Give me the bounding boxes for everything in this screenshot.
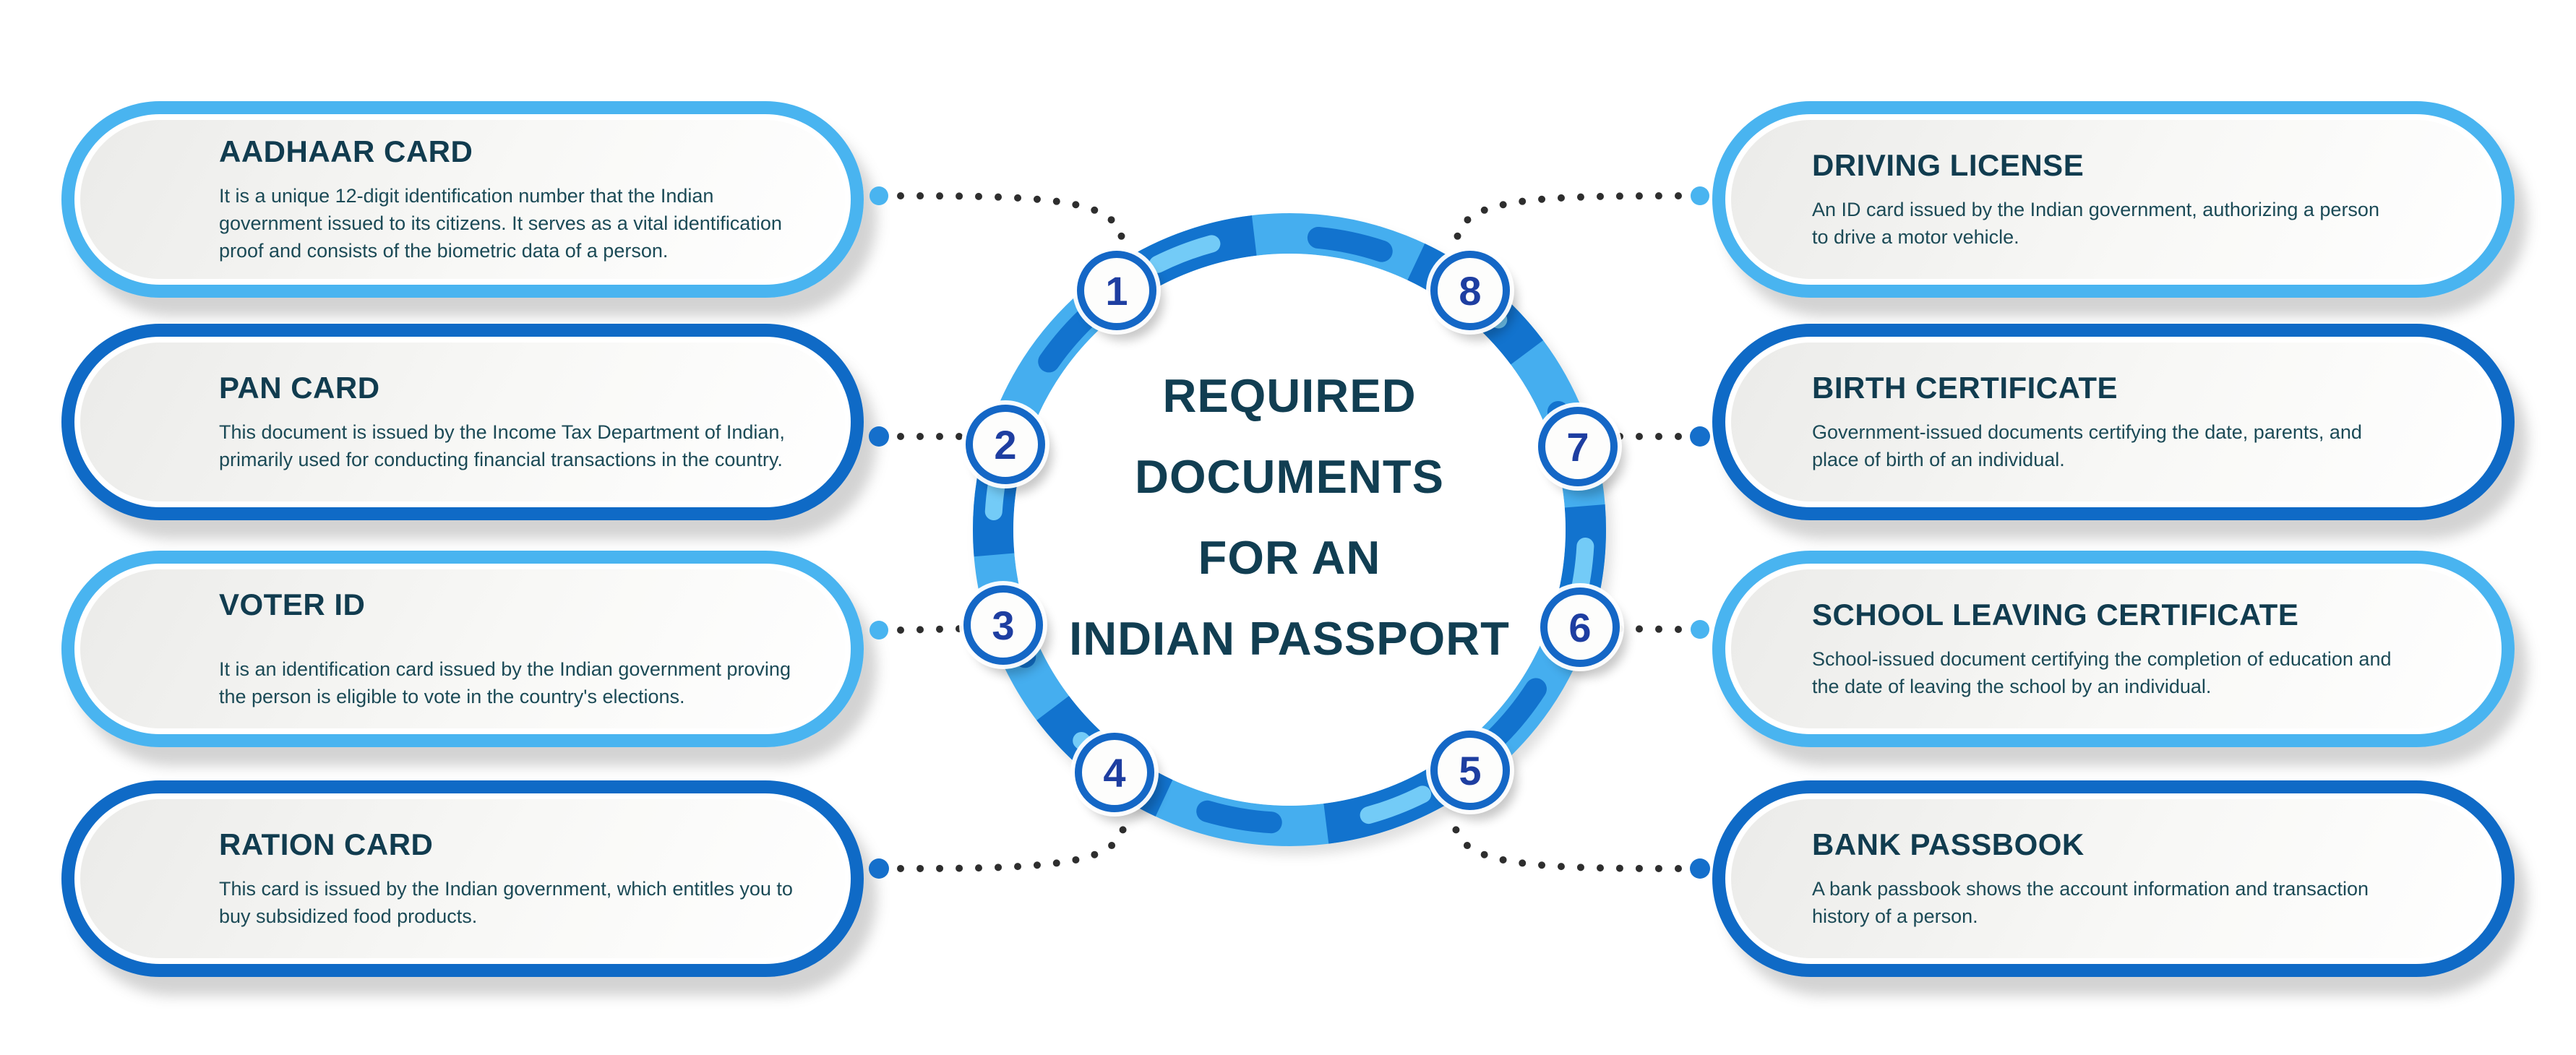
card-title: SCHOOL LEAVING CERTIFICATE	[1812, 598, 2299, 632]
connector-driving-license	[1453, 192, 1682, 249]
ring	[973, 213, 1606, 846]
step-badge-4: 4	[1075, 733, 1154, 812]
step-number: 3	[992, 602, 1015, 648]
card-birth-certificate: BIRTH CERTIFICATE Government-issued docu…	[1712, 324, 2515, 520]
anchor-dot-aadhaar	[870, 186, 888, 205]
step-number: 4	[1103, 749, 1126, 796]
center-title-line: INDIAN PASSPORT	[1069, 612, 1510, 665]
card-title: PAN CARD	[219, 371, 380, 405]
card-title: BANK PASSBOOK	[1812, 827, 2085, 861]
card-pan-card: PAN CARD This document is issued by the …	[61, 324, 864, 520]
center-title: REQUIRED DOCUMENTS FOR AN INDIAN PASSPOR…	[928, 356, 1651, 679]
card-description: Government-issued documents certifying t…	[1812, 421, 2362, 470]
step-number: 5	[1459, 747, 1482, 793]
anchor-dot-driving-license	[1691, 186, 1709, 205]
anchor-dot-bank-passbook	[1690, 858, 1710, 879]
center-title-line: REQUIRED	[1162, 369, 1417, 422]
card-description: An ID card issued by the Indian governme…	[1812, 199, 2379, 248]
anchor-dot-school-leaving	[1691, 620, 1709, 639]
card-title: AADHAAR CARD	[219, 134, 473, 168]
connector-dotted-lines	[897, 192, 1682, 872]
connector-aadhaar	[897, 192, 1126, 249]
step-badge-6: 6	[1540, 587, 1620, 667]
card-ration-card: RATION CARD This card is issued by the I…	[61, 780, 864, 977]
card-title: VOTER ID	[219, 587, 366, 621]
card-description: It is a unique 12-digit identification n…	[219, 185, 782, 262]
connector-ration	[897, 814, 1128, 872]
card-title: RATION CARD	[219, 827, 434, 861]
card-description: This document is issued by the Income Ta…	[219, 421, 785, 470]
step-number: 7	[1566, 423, 1589, 470]
anchor-dot-voter-id	[870, 621, 888, 640]
card-school-leaving-certificate: SCHOOL LEAVING CERTIFICATE School-issued…	[1712, 551, 2515, 747]
connector-bank-passbook	[1451, 814, 1682, 872]
connector-anchor-dots	[869, 186, 1710, 879]
step-number: 1	[1105, 267, 1128, 314]
card-description: School-issued document certifying the co…	[1812, 648, 2392, 697]
card-voter-id: VOTER ID It is an identification card is…	[61, 551, 864, 747]
step-badge-7: 7	[1538, 407, 1618, 486]
step-number: 2	[994, 421, 1017, 468]
anchor-dot-birth-certificate	[1690, 426, 1710, 447]
step-number: 6	[1568, 604, 1592, 650]
card-title: BIRTH CERTIFICATE	[1812, 371, 2118, 405]
card-description: It is an identification card issued by t…	[219, 658, 791, 707]
step-badge-1: 1	[1077, 251, 1156, 330]
step-badge-5: 5	[1430, 731, 1510, 810]
anchor-dot-pan	[869, 426, 889, 447]
center-title-line: DOCUMENTS	[1135, 450, 1444, 503]
step-number: 8	[1459, 267, 1482, 314]
step-badge-8: 8	[1430, 251, 1510, 330]
anchor-dot-ration	[869, 858, 889, 879]
card-description: This card is issued by the Indian govern…	[219, 878, 793, 927]
card-description: A bank passbook shows the account inform…	[1812, 878, 2369, 927]
card-title: DRIVING LICENSE	[1812, 148, 2085, 182]
step-badge-2: 2	[966, 405, 1045, 484]
center-title-line: FOR AN	[1198, 531, 1381, 584]
step-badge-3: 3	[963, 585, 1043, 665]
